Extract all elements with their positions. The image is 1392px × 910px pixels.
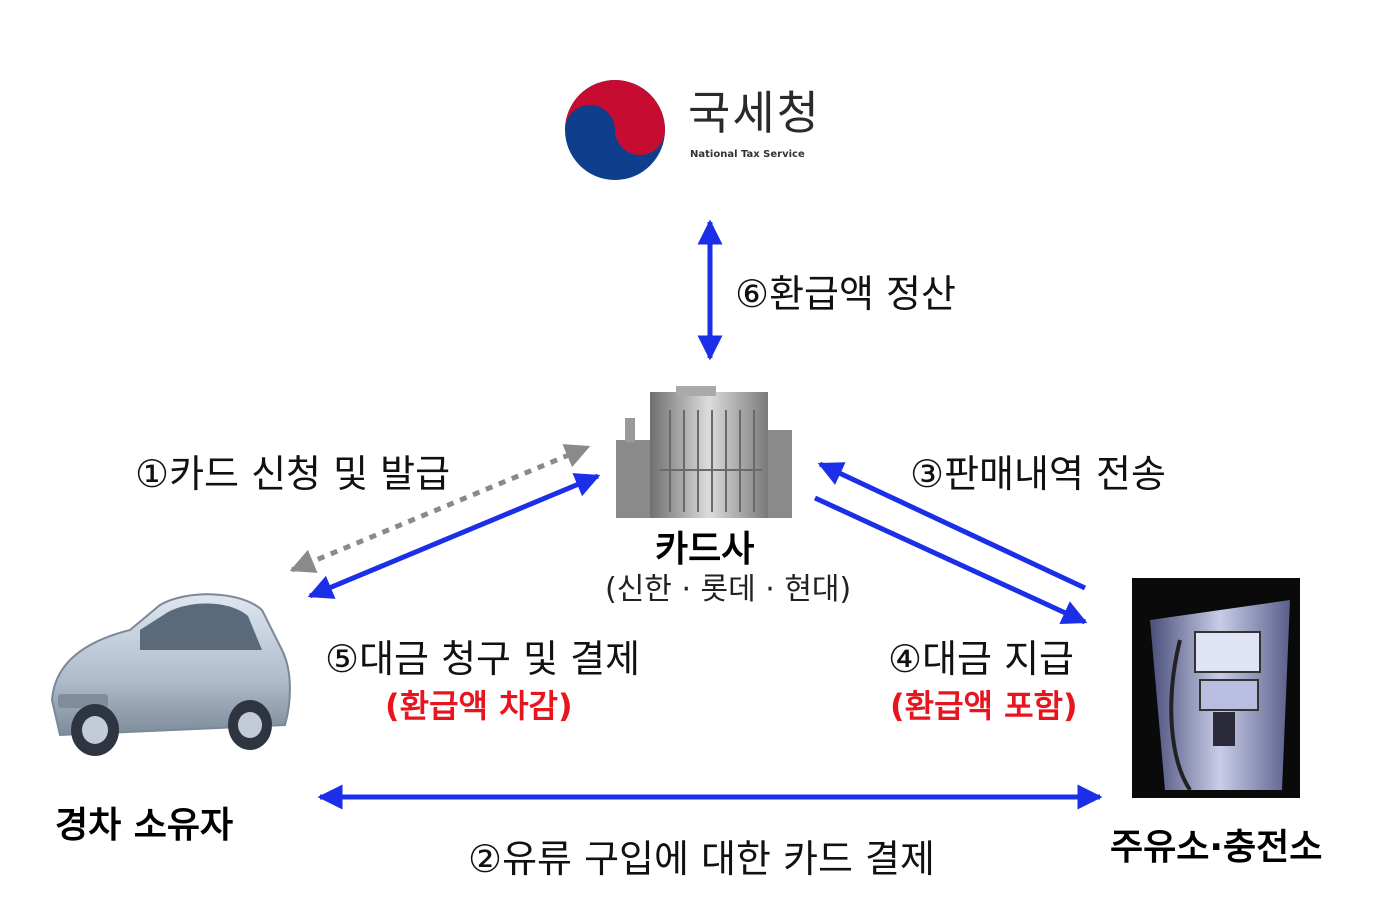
car-owner-name: 경차 소유자 — [55, 805, 234, 846]
step-4-label: ④대금 지급 — [888, 637, 1074, 681]
step-3-label: ③판매내역 전송 — [910, 452, 1166, 496]
nts-name: 국세청 — [688, 86, 821, 140]
step-1-label: ①카드 신청 및 발급 — [135, 452, 451, 496]
fuel-pump-icon — [1132, 578, 1300, 798]
arrow-payment — [813, 495, 1088, 625]
arrow-sales-report — [817, 461, 1087, 591]
step-5-label: ⑤대금 청구 및 결제 — [325, 637, 641, 681]
gas-station-name: 주유소·충전소 — [1110, 827, 1323, 868]
step-4-note: (환급액 포함) — [890, 687, 1078, 725]
card-company-name: 카드사 — [655, 529, 755, 570]
card-company-members: (신한 · 롯데 · 현대) — [605, 572, 852, 607]
step-6-label: ⑥환급액 정산 — [735, 272, 956, 316]
office-building-icon — [616, 386, 792, 518]
step-2-label: ②유류 구입에 대한 카드 결제 — [468, 837, 935, 881]
arrow-billing — [307, 473, 601, 599]
taegeuk-logo-icon — [565, 80, 665, 180]
compact-car-icon — [50, 593, 291, 756]
step-5-note: (환급액 차감) — [385, 687, 573, 725]
nts-name-english: National Tax Service — [690, 149, 805, 160]
